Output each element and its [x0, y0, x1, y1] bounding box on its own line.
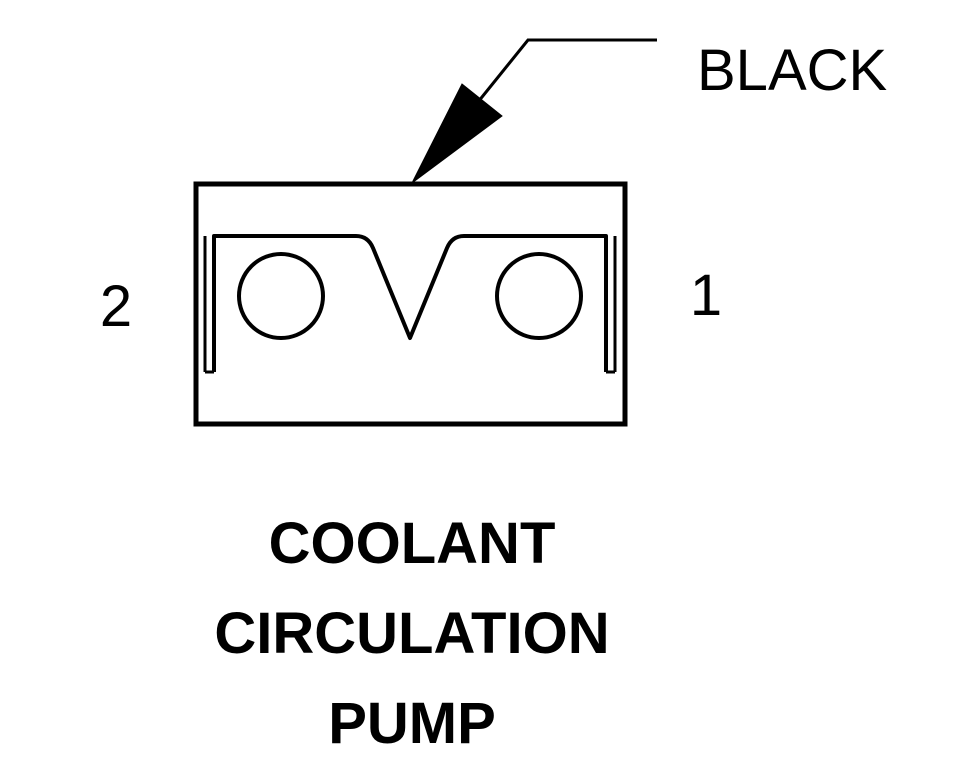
component-name-line-3: PUMP	[328, 691, 496, 756]
pin-cavity-1	[495, 252, 583, 340]
component-name-line-1: COOLANT	[269, 511, 556, 576]
pin-number-right: 1	[690, 263, 722, 328]
pin-cavity-2	[237, 252, 325, 340]
color-leader-arrowhead	[411, 83, 503, 184]
wire-color-label: BLACK	[697, 38, 888, 103]
connector-inner-contour	[212, 234, 608, 372]
pin-number-left: 2	[100, 274, 132, 339]
component-name-line-2: CIRCULATION	[214, 601, 609, 666]
color-leader-line	[476, 38, 657, 103]
connector-housing	[193, 181, 628, 427]
